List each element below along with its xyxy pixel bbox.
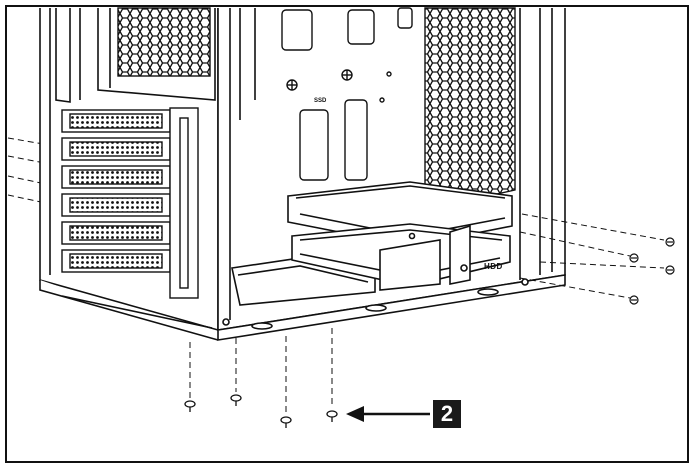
right-guide-lines [519, 213, 665, 299]
figure-border [5, 5, 689, 463]
routing-holes [281, 7, 413, 181]
fan-grille [117, 7, 211, 77]
hdd-marking: HDD [484, 262, 503, 271]
screw-icon [629, 253, 639, 263]
mounting-points [286, 69, 392, 103]
expansion-slots [61, 107, 199, 299]
screw-icon [665, 237, 675, 247]
screw-icon [280, 416, 292, 428]
side-mesh [424, 7, 516, 211]
screw-icon [629, 295, 639, 305]
hdd-cage [287, 181, 513, 291]
screw-icon [184, 400, 196, 412]
ssd-marking: SSD [314, 98, 327, 104]
bottom-guide-lines [189, 328, 333, 414]
bottom-screws [184, 394, 338, 428]
step-number-badge: 2 [433, 400, 461, 428]
screw-icon [665, 265, 675, 275]
screw-icon [326, 410, 338, 422]
screw-icon [230, 394, 242, 406]
right-screws [629, 237, 675, 305]
bottom-tray [39, 274, 566, 341]
left-arrow-icon [346, 406, 430, 422]
